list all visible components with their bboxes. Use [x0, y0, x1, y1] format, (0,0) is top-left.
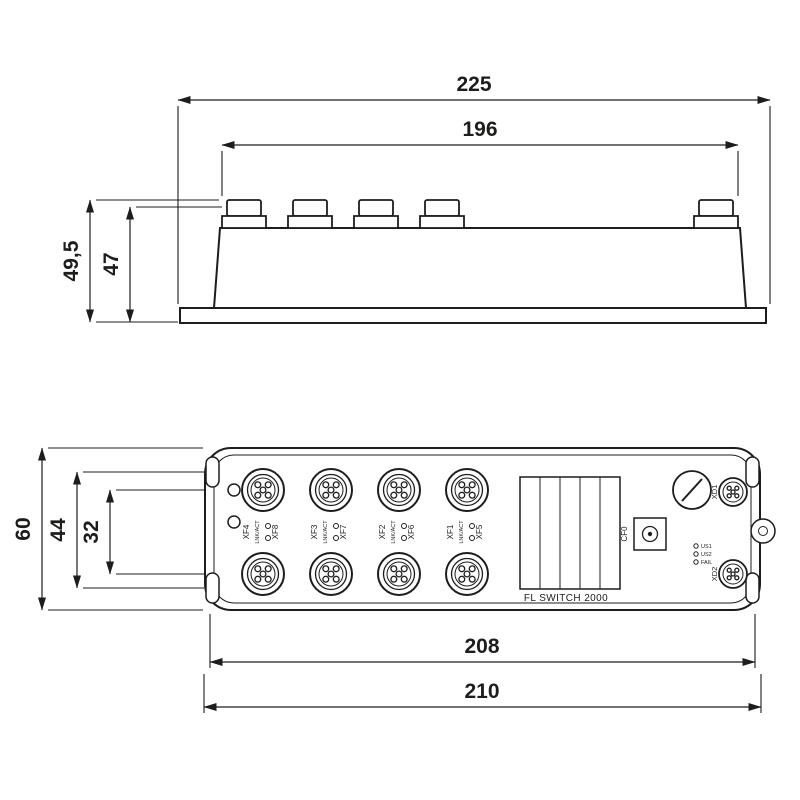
- xd2-label: XD2: [710, 567, 719, 582]
- dim-47-label: 47: [100, 252, 123, 275]
- dim-225-label: 225: [456, 73, 491, 96]
- m12-port-xf1: [445, 468, 489, 512]
- side-view-base-plate: [180, 308, 766, 323]
- dim-196-label: 196: [462, 118, 497, 141]
- dim-49-5-label: 49,5: [60, 240, 83, 281]
- dim-210: 210: [204, 674, 761, 713]
- xd1-port: [718, 477, 748, 507]
- status-leds: US1 US2 FAIL: [694, 544, 712, 566]
- side-knob-center: [759, 527, 768, 536]
- port-label: XF1: [446, 524, 455, 539]
- screw-hole-bottom: [228, 516, 240, 528]
- model-label: FL SWITCH 2000: [524, 593, 608, 604]
- led-label: LNK/ACT: [391, 520, 397, 544]
- dim-208-label: 208: [464, 635, 499, 658]
- port-label: XF6: [407, 524, 416, 539]
- port-label: XF8: [271, 524, 280, 539]
- link-led: [266, 524, 271, 529]
- port-label-column-4: XF1 LNK/ACT XF5: [446, 520, 484, 544]
- mounting-slot-top-left: [206, 457, 219, 487]
- label-field: [520, 477, 620, 589]
- side-view: 225 196 49,5 47: [60, 73, 770, 323]
- port-label-column-3: XF2 LNK/ACT XF6: [378, 520, 416, 544]
- dim-208: 208: [210, 614, 755, 668]
- side-connector-cap: [287, 199, 333, 229]
- dim-210-label: 210: [464, 680, 499, 703]
- dim-60: 60: [12, 448, 203, 610]
- port-label: XF4: [242, 524, 251, 539]
- side-connector-cap: [353, 199, 399, 229]
- port-label: XF5: [475, 524, 484, 539]
- link-led: [470, 536, 475, 541]
- led-label: LNK/ACT: [323, 520, 329, 544]
- status-led-us1: [694, 544, 698, 548]
- link-led: [334, 536, 339, 541]
- xd2-port: [718, 559, 748, 589]
- status-led-fail: [694, 560, 698, 564]
- dim-32: 32: [80, 490, 205, 574]
- rotary-switch: CF0: [620, 518, 666, 550]
- status-label-us1: US1: [701, 544, 712, 550]
- port-label: XF7: [339, 524, 348, 539]
- rotary-label: CF0: [620, 526, 629, 542]
- front-view: XF4 LNK/ACT XF8 XF3 LNK/ACT XF7 XF2 LNK/…: [12, 448, 775, 713]
- m12-port-xf8: [241, 552, 285, 596]
- link-led: [266, 536, 271, 541]
- side-view-body: [214, 228, 746, 308]
- port-label: XF3: [310, 524, 319, 539]
- dim-44: 44: [47, 472, 204, 588]
- dim-32-label: 32: [80, 520, 103, 543]
- led-label: LNK/ACT: [459, 520, 465, 544]
- dim-49-5: 49,5: [60, 200, 219, 322]
- screw-hole-top: [228, 484, 240, 496]
- m12-port-xf2: [377, 468, 421, 512]
- link-led: [402, 524, 407, 529]
- dim-60-label: 60: [12, 517, 35, 540]
- m12-port-xf4: [241, 468, 285, 512]
- port-label: XF2: [378, 524, 387, 539]
- dim-47: 47: [100, 207, 222, 323]
- link-led: [470, 524, 475, 529]
- dim-225: 225: [178, 73, 770, 304]
- led-label: LNK/ACT: [255, 520, 261, 544]
- side-knob: [751, 519, 775, 543]
- side-connector-cap: [693, 199, 739, 229]
- m12-port-xf7: [309, 552, 353, 596]
- side-connector-cap: [221, 199, 267, 229]
- mounting-slot-top-right: [746, 457, 759, 487]
- port-label-column-1: XF4 LNK/ACT XF8: [242, 520, 280, 544]
- dim-196: 196: [222, 118, 738, 196]
- status-label-fail: FAIL: [701, 560, 712, 566]
- mounting-slot-bottom-left: [206, 573, 219, 603]
- link-led: [402, 536, 407, 541]
- link-led: [334, 524, 339, 529]
- m12-port-xf5: [445, 552, 489, 596]
- mounting-slot-bottom-right: [746, 573, 759, 603]
- port-label-column-2: XF3 LNK/ACT XF7: [310, 520, 348, 544]
- xd1-label: XD1: [710, 485, 719, 500]
- status-led-us2: [694, 552, 698, 556]
- status-label-us2: US2: [701, 552, 712, 558]
- sealing-screw: [673, 471, 711, 509]
- side-connector-cap: [419, 199, 465, 229]
- m12-port-xf6: [377, 552, 421, 596]
- dim-44-label: 44: [47, 518, 70, 542]
- m12-port-xf3: [309, 468, 353, 512]
